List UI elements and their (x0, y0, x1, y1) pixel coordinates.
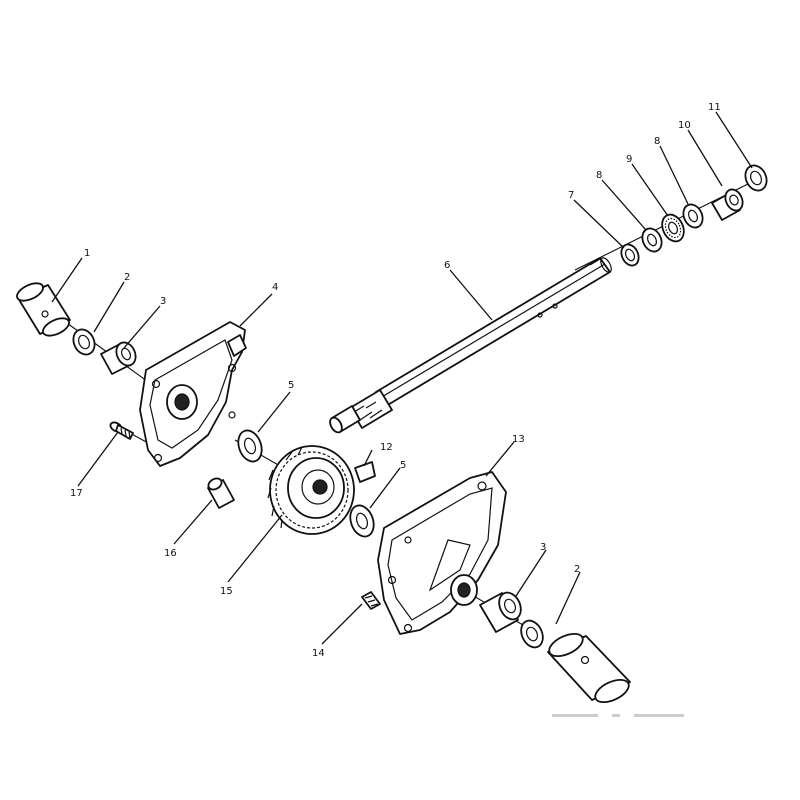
callout-8-first: 8 (596, 170, 602, 181)
callout-3-upper: 3 (160, 296, 166, 307)
callout-3-lower: 3 (540, 542, 546, 553)
part-14-set-screw (361, 591, 381, 610)
callout-13: 13 (512, 434, 525, 445)
part-17-screw (109, 421, 134, 440)
part-5-thrust-washer-upper (237, 429, 263, 463)
callout-2-upper: 2 (124, 272, 130, 283)
callout-5-upper: 5 (288, 380, 294, 391)
callout-5-lower: 5 (400, 460, 406, 471)
part-8-washer-b (682, 203, 704, 229)
part-6-main-shaft (329, 257, 612, 434)
part-13-gear-housing-right (377, 471, 507, 635)
print-artifact-mark (552, 714, 684, 717)
part-11-washer (744, 164, 768, 192)
callout-6: 6 (444, 260, 450, 271)
callout-numbers: 1 2 3 4 5 6 7 8 9 8 10 11 12 13 14 15 16… (70, 102, 721, 659)
callout-12: 12 (380, 442, 393, 453)
part-8-washer-a (641, 227, 663, 253)
part-1-pin-left (16, 282, 71, 337)
callout-10: 10 (678, 120, 691, 131)
callout-2-lower: 2 (574, 564, 580, 575)
callout-17: 17 (70, 488, 83, 499)
part-15-helical-gear (267, 445, 355, 535)
part-7-snap-ring (620, 243, 640, 267)
callout-11: 11 (708, 102, 721, 113)
part-3-bearing-left (100, 341, 137, 375)
part-12-woodruff-key (354, 461, 376, 483)
part-4-housing-cover-left (139, 321, 247, 467)
part-2-washer-right (520, 619, 544, 649)
callout-16: 16 (164, 548, 177, 559)
part-5-thrust-washer-lower (349, 504, 375, 538)
callout-14: 14 (312, 648, 325, 659)
part-2-washer-left (72, 328, 96, 356)
leader-lines (51, 111, 753, 645)
callout-7: 7 (568, 190, 574, 201)
callout-9: 9 (626, 154, 632, 165)
part-10-bearing (711, 188, 744, 221)
callout-8-second: 8 (654, 136, 660, 147)
part-3-bearing-right (479, 591, 522, 633)
part-pin-right (547, 632, 631, 704)
callout-4: 4 (272, 282, 278, 293)
part-16-bushing (207, 477, 235, 509)
callout-1: 1 (84, 248, 90, 259)
callout-15: 15 (220, 586, 233, 597)
